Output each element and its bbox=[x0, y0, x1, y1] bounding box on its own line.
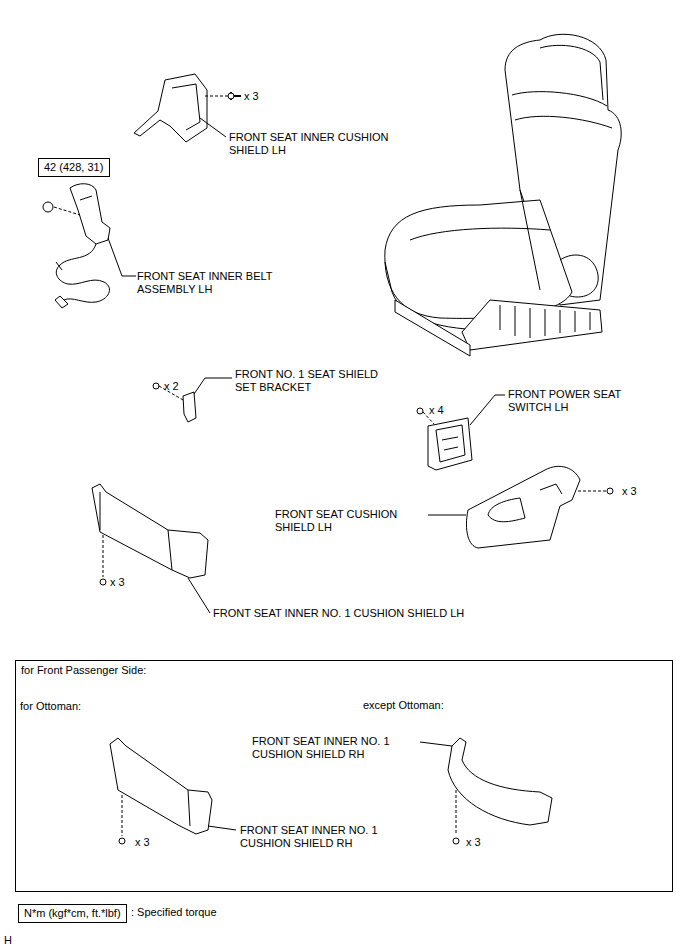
inner-no1-cushion-shield-rh-ottoman-part bbox=[119, 838, 125, 844]
seat-shield-set-bracket-part bbox=[183, 392, 196, 422]
inner-belt-assembly-lh-part bbox=[43, 202, 53, 212]
inner-cushion-shield-lh-part bbox=[205, 96, 229, 97]
seat-illustration-part bbox=[385, 200, 572, 318]
seat-cushion-shield-lh-part bbox=[488, 498, 525, 522]
part-name: FRONT SEAT INNER NO. 1 CUSHION SHIELD LH bbox=[213, 607, 464, 620]
part-name: FRONT SEAT CUSHION SHIELD LH bbox=[275, 508, 425, 534]
bolt-count: x 3 bbox=[110, 576, 125, 589]
torque-box: 42 (428, 31) bbox=[38, 158, 110, 177]
variant-heading: for Ottoman: bbox=[20, 700, 81, 713]
inner-belt-assembly-lh-part bbox=[55, 262, 68, 308]
inner-no1-cushion-shield-rh bbox=[420, 738, 552, 844]
part-name: FRONT NO. 1 SEAT SHIELD SET BRACKET bbox=[235, 368, 380, 394]
seat-illustration-part bbox=[512, 92, 607, 106]
power-seat-switch-lh-part bbox=[417, 408, 423, 414]
seat-illustration-part bbox=[395, 300, 470, 356]
inner-no1-cushion-shield-rh-ottoman-part bbox=[110, 738, 212, 834]
box-text: for Front Passenger Side: bbox=[21, 664, 667, 677]
power-seat-switch-lh-part bbox=[442, 437, 458, 450]
inner-no1-cushion-shield-lh-part bbox=[188, 578, 210, 613]
inner-cushion-shield-lh-part bbox=[134, 74, 207, 142]
seat-cushion-shield-lh-part bbox=[540, 484, 562, 494]
inner-belt-assembly-lh-part bbox=[54, 207, 80, 215]
inner-no1-cushion-shield-lh bbox=[92, 484, 210, 613]
power-seat-switch-lh-part bbox=[470, 395, 505, 425]
inner-belt-assembly-lh-part bbox=[56, 244, 109, 302]
seat-cushion-shield-lh-part bbox=[578, 491, 607, 492]
part-name: FRONT SEAT INNER NO. 1 CUSHION SHIELD RH bbox=[240, 824, 420, 850]
inner-cushion-shield-lh-part bbox=[228, 93, 234, 99]
seat-cushion-shield-lh bbox=[428, 466, 613, 548]
bolt-count: x 3 bbox=[622, 485, 637, 498]
seat-shield-set-bracket-part bbox=[153, 383, 159, 389]
seat-illustration bbox=[385, 34, 621, 356]
power-seat-switch-lh bbox=[417, 395, 505, 470]
seat-shield-set-bracket bbox=[153, 378, 232, 422]
inner-no1-cushion-shield-rh-ottoman-part bbox=[122, 795, 123, 836]
bolt-count: x 4 bbox=[429, 404, 444, 417]
seat-illustration-part bbox=[500, 305, 590, 338]
part-name: FRONT SEAT INNER CUSHION SHIELD LH bbox=[229, 131, 409, 157]
seat-illustration-part bbox=[515, 116, 612, 128]
inner-no1-cushion-shield-rh-part bbox=[456, 790, 457, 835]
inner-no1-cushion-shield-rh-part bbox=[448, 738, 552, 825]
inner-cushion-shield-lh-part bbox=[172, 84, 200, 130]
seat-shield-set-bracket-part bbox=[194, 378, 232, 394]
seat-cushion-shield-lh-part bbox=[428, 515, 466, 516]
inner-no1-cushion-shield-lh-part bbox=[103, 535, 104, 577]
inner-no1-cushion-shield-rh-ottoman-part bbox=[188, 790, 190, 826]
bolt-count: x 3 bbox=[466, 836, 481, 849]
inner-belt-assembly-lh-part bbox=[108, 238, 136, 276]
variant-heading: except Ottoman: bbox=[363, 699, 444, 712]
seat-illustration-part bbox=[520, 190, 540, 290]
inner-no1-cushion-shield-lh-part bbox=[168, 530, 172, 570]
bolt-count: x 3 bbox=[244, 90, 259, 103]
inner-no1-cushion-shield-rh-part bbox=[420, 742, 452, 746]
inner-no1-cushion-shield-lh-part bbox=[100, 579, 106, 585]
inner-no1-cushion-shield-lh-part bbox=[100, 492, 101, 530]
power-seat-switch-lh-part bbox=[428, 418, 472, 470]
seat-cushion-shield-lh-part bbox=[466, 466, 580, 548]
box-text: 42 (428, 31) bbox=[44, 161, 104, 174]
bolt-count: x 2 bbox=[164, 380, 179, 393]
seat-cushion-shield-lh-part bbox=[607, 488, 613, 494]
inner-belt-assembly-lh bbox=[43, 184, 136, 308]
variant-panel: for Front Passenger Side: bbox=[15, 660, 673, 892]
legend-text: : Specified torque bbox=[131, 906, 217, 919]
inner-cushion-shield-lh-part bbox=[200, 118, 226, 137]
seat-illustration-part bbox=[540, 45, 603, 100]
part-name: FRONT SEAT INNER BELT ASSEMBLY LH bbox=[137, 270, 297, 296]
figure-code: H bbox=[4, 934, 12, 947]
inner-cushion-shield-lh bbox=[134, 74, 241, 142]
part-name: FRONT SEAT INNER NO. 1 CUSHION SHIELD RH bbox=[252, 735, 432, 761]
inner-no1-cushion-shield-lh-part bbox=[92, 484, 208, 578]
box-text: N*m (kgf*cm, ft.*lbf) bbox=[24, 907, 121, 920]
seat-illustration-part bbox=[462, 300, 602, 350]
power-seat-switch-lh-part bbox=[436, 425, 465, 462]
seat-illustration-part bbox=[560, 255, 598, 297]
bolt-count: x 3 bbox=[135, 836, 150, 849]
inner-no1-cushion-shield-rh-part bbox=[453, 838, 459, 844]
torque-unit-box: N*m (kgf*cm, ft.*lbf) bbox=[18, 904, 127, 923]
inner-belt-assembly-lh-part bbox=[80, 196, 92, 200]
inner-belt-assembly-lh-part bbox=[70, 184, 110, 244]
inner-no1-cushion-shield-rh-ottoman-part bbox=[208, 826, 236, 830]
part-name: FRONT POWER SEAT SWITCH LH bbox=[508, 388, 648, 414]
inner-no1-cushion-shield-rh-ottoman bbox=[110, 738, 236, 844]
